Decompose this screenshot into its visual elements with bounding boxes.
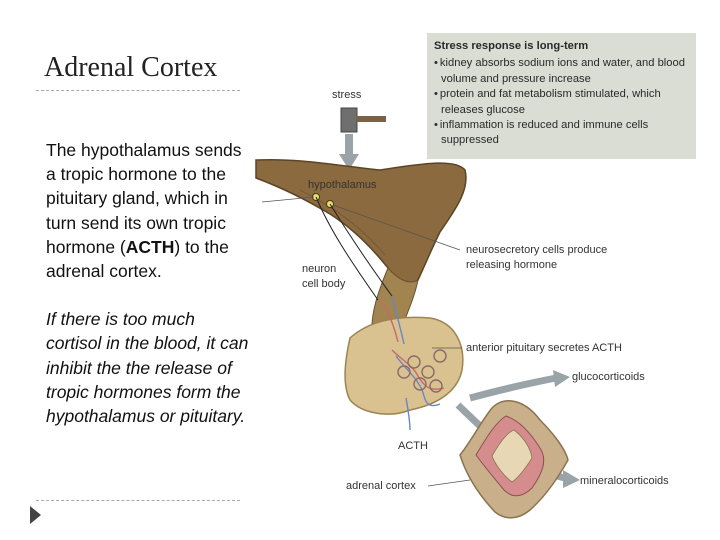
- label-anterior-pituitary: anterior pituitary secretes ACTH: [466, 342, 622, 354]
- hypothalamus-tissue: [255, 158, 467, 284]
- paragraph-2: If there is too much cortisol in the blo…: [46, 309, 249, 427]
- label-leaders: [261, 196, 471, 487]
- label-glucocorticoids: glucocorticoids: [572, 371, 645, 383]
- paragraph-1: The hypothalamus sends a tropic hormone …: [46, 140, 242, 282]
- triangle-bullet-icon: [30, 506, 41, 524]
- label-stress: stress: [332, 89, 362, 101]
- stress-response-infobox: Stress response is long-term kidney abso…: [427, 33, 696, 159]
- label-neuron: neuron: [302, 263, 337, 275]
- infobox-item: kidney absorbs sodium ions and water, an…: [434, 56, 688, 87]
- label-releasing-hormone: releasing hormone: [466, 259, 558, 271]
- label-neurosecretory: neurosecretory cells produce: [466, 244, 608, 256]
- label-hypothalamus: hypothalamus: [308, 179, 377, 191]
- infobox-list: kidney absorbs sodium ions and water, an…: [434, 56, 688, 148]
- infobox-title: Stress response is long-term: [434, 40, 589, 52]
- acth-term: ACTH: [125, 236, 175, 257]
- label-mineralocorticoids: mineralocorticoids: [580, 475, 669, 487]
- neuron-cell-bodies: [312, 193, 393, 301]
- label-acth: ACTH: [398, 440, 428, 452]
- infobox-item: inflammation is reduced and immune cells…: [434, 118, 688, 149]
- hammer-icon: [340, 107, 386, 133]
- slide-body: The hypothalamus sends a tropic hormone …: [46, 138, 252, 428]
- stress-arrow: [339, 134, 359, 170]
- infobox-item: protein and fat metabolism stimulated, w…: [434, 87, 688, 118]
- label-cell-body: cell body: [302, 278, 346, 290]
- title-divider: [36, 90, 240, 91]
- portal-vessels: [379, 295, 447, 431]
- bottom-divider: [36, 500, 240, 501]
- slide-title: Adrenal Cortex: [44, 52, 218, 83]
- label-adrenal-cortex: adrenal cortex: [346, 480, 416, 492]
